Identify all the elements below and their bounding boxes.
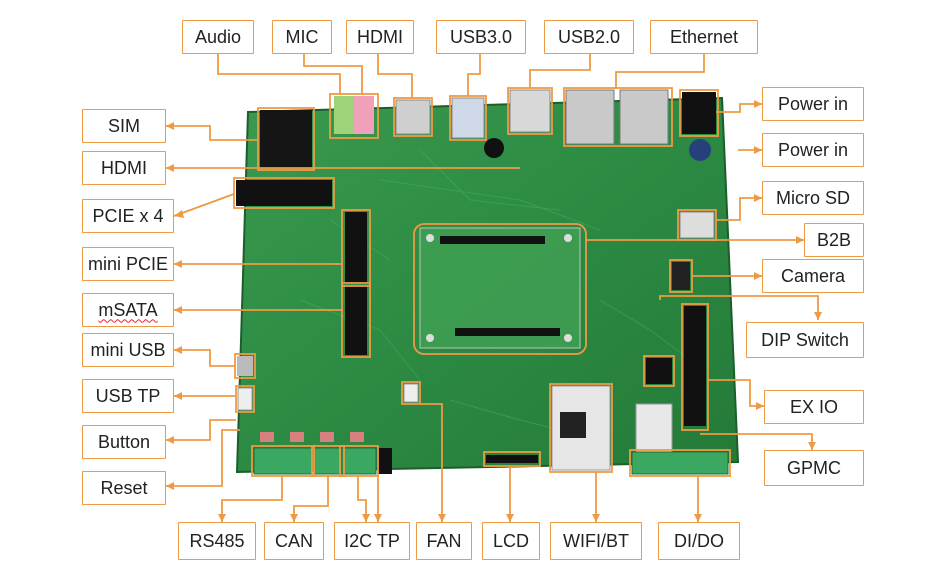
capacitor <box>689 139 711 161</box>
hdmi-port-top <box>395 99 431 135</box>
rs485-terminal <box>253 447 313 475</box>
ethernet-port-1 <box>565 89 615 145</box>
label-micro-sd: Micro SD <box>762 181 864 215</box>
audio-jack <box>334 96 354 134</box>
buzzer <box>484 138 504 158</box>
camera-connector <box>672 262 690 290</box>
didio-terminal <box>631 451 729 475</box>
label-usb-tp: USB TP <box>82 379 174 413</box>
can-terminal <box>313 447 343 475</box>
usb-tp-header <box>237 387 253 411</box>
usb20-port <box>509 89 551 133</box>
label-ethernet: Ethernet <box>650 20 758 54</box>
label-power-in-2: Power in <box>762 133 864 167</box>
mini-pcie-slot <box>345 212 367 284</box>
usb30-port <box>451 97 485 139</box>
label-usb30: USB3.0 <box>436 20 526 54</box>
label-usb20: USB2.0 <box>544 20 634 54</box>
power-jack <box>682 92 716 134</box>
fan-header <box>403 383 419 403</box>
label-can: CAN <box>264 522 324 560</box>
ethernet-port-2 <box>619 89 669 145</box>
label-mini-pcie: mini PCIE <box>82 247 174 281</box>
mic-jack <box>354 96 374 134</box>
label-mini-usb: mini USB <box>82 333 174 367</box>
dip-switch <box>646 358 672 384</box>
i2c-terminal <box>341 447 377 475</box>
relay-block <box>635 403 673 453</box>
label-sim: SIM <box>82 109 166 143</box>
label-pcie-x4: PCIE x 4 <box>82 199 174 233</box>
label-rs485: RS485 <box>178 522 256 560</box>
leader-lines <box>166 54 819 522</box>
label-ex-io: EX IO <box>764 390 864 424</box>
label-mic: MIC <box>272 20 332 54</box>
label-b2b: B2B <box>804 223 864 257</box>
label-di-do: DI/DO <box>658 522 740 560</box>
label-gpmc: GPMC <box>764 450 864 486</box>
label-wifi-bt: WIFI/BT <box>550 522 642 560</box>
button-row <box>260 432 364 442</box>
label-lcd: LCD <box>482 522 540 560</box>
label-power-in-1: Power in <box>762 87 864 121</box>
arrowheads <box>166 100 822 522</box>
label-i2c-tp: I2C TP <box>334 522 410 560</box>
label-dip-switch: DIP Switch <box>746 322 864 358</box>
mini-usb-port <box>237 356 253 376</box>
label-msata: mSATA <box>82 293 174 327</box>
label-camera: Camera <box>762 259 864 293</box>
label-fan: FAN <box>416 522 472 560</box>
ex-io-header <box>684 306 706 426</box>
pcb-board <box>235 89 740 475</box>
msata-slot <box>345 285 367 355</box>
sim-slot <box>260 110 312 168</box>
label-audio: Audio <box>182 20 254 54</box>
pcie-x4-slot <box>236 180 332 206</box>
micro-sd-slot <box>679 211 715 239</box>
label-hdmi-left: HDMI <box>82 151 166 185</box>
lcd-connector <box>486 455 538 463</box>
label-reset: Reset <box>82 471 166 505</box>
label-hdmi-top: HDMI <box>346 20 414 54</box>
label-button: Button <box>82 425 166 459</box>
